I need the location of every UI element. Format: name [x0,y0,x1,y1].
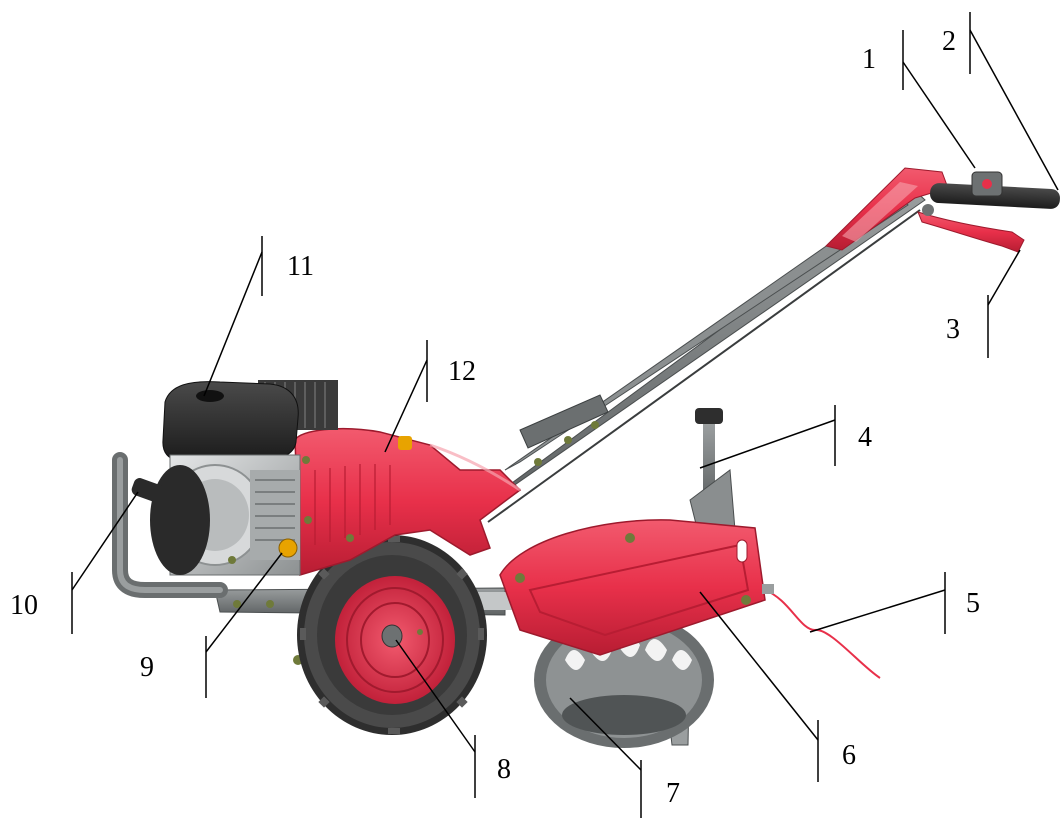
transmission-housing [294,428,522,576]
callout-12: 12 [448,356,476,387]
handle-bar-upper [504,195,909,471]
callout-9: 9 [140,652,154,683]
depth-bar-knob [695,408,723,424]
callout-3: 3 [946,314,960,345]
callout-10: 10 [10,590,38,621]
callout-4: 4 [858,422,872,453]
starter-handle [131,478,169,504]
fuel-tank [162,381,299,461]
tine-shield [499,519,766,656]
control-cable [487,209,921,523]
front-bumper [112,452,228,598]
callout-1: 1 [862,44,876,75]
callout-8: 8 [497,754,511,785]
callout-6: 6 [842,740,856,771]
oil-cap [278,538,298,558]
callout-11: 11 [287,251,314,282]
leader-lines [71,12,1059,818]
handle-assembly [477,167,1060,523]
engine [150,380,338,576]
clutch-lever [917,211,1025,253]
callout-5: 5 [966,588,980,619]
callout-2: 2 [942,26,956,57]
fill-cap [398,436,412,450]
callout-7: 7 [666,778,680,809]
drag-rope [764,589,881,679]
drive-wheel [297,535,487,735]
